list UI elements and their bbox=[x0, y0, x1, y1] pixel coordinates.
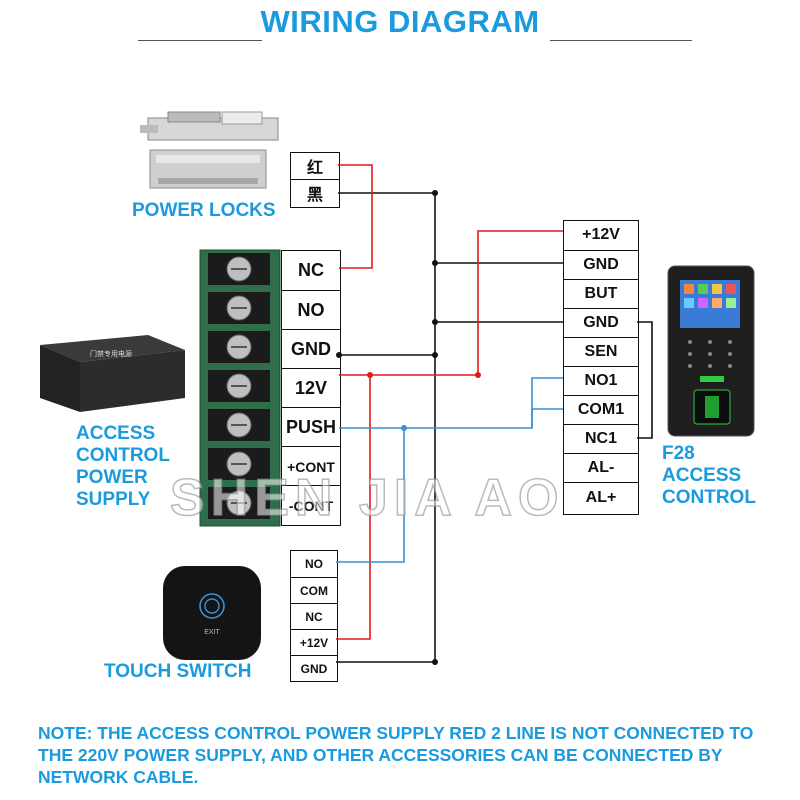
terminal-screw-icon bbox=[226, 451, 252, 477]
svg-text:门禁专用电源: 门禁专用电源 bbox=[90, 349, 132, 358]
f28-label-line: F28 bbox=[662, 443, 695, 464]
f28-label-line: ACCESS bbox=[662, 465, 742, 486]
switch-no: NO bbox=[305, 556, 323, 571]
watermark-text: SHEN JIA AO bbox=[169, 468, 565, 528]
terminal-no: NO bbox=[282, 290, 340, 330]
red-junction-dots bbox=[367, 372, 481, 378]
terminal-gnd: GND bbox=[282, 329, 340, 369]
access-power-label-line: POWER bbox=[76, 467, 148, 488]
power-locks-label: POWER LOCKS bbox=[132, 200, 276, 221]
title-underline-left bbox=[138, 40, 262, 41]
terminal-push: PUSH bbox=[282, 407, 340, 447]
f28-label-line: CONTROL bbox=[662, 487, 756, 508]
lock-wire-black: 黑 bbox=[291, 179, 339, 206]
access-power-label-line: SUPPLY bbox=[76, 489, 151, 510]
terminal-screw-housing bbox=[208, 487, 270, 519]
power-terminal-table: NC NO GND 12V PUSH +CONT -CONT bbox=[281, 250, 341, 526]
switch-com: COM bbox=[291, 577, 337, 603]
switch-nc: NC bbox=[291, 603, 337, 629]
lock-wire-table: 红 黑 bbox=[290, 152, 340, 208]
magnetic-lock-icon bbox=[149, 149, 267, 189]
f28-no1: NO1 bbox=[564, 366, 638, 395]
title-underline-right bbox=[550, 40, 692, 41]
access-power-label-line: ACCESS bbox=[76, 423, 156, 444]
f28-sen: SEN bbox=[564, 337, 638, 366]
f28-com1: COM1 bbox=[564, 395, 638, 424]
f28-gnd-1: GND bbox=[564, 250, 638, 279]
access-power-label-line: CONTROL bbox=[76, 445, 170, 466]
f28-al-minus: AL- bbox=[564, 453, 638, 482]
terminal-screw-housing bbox=[208, 370, 270, 402]
terminal-nc: NC bbox=[298, 260, 324, 280]
terminal-screw-icon bbox=[226, 295, 252, 321]
terminal-screw-housing bbox=[208, 448, 270, 480]
switch-terminal-table: NO COM NC +12V GND bbox=[290, 550, 338, 682]
terminal-screw-icon bbox=[226, 412, 252, 438]
terminal-minus-cont: -CONT bbox=[282, 485, 340, 525]
f28-access-control-label: F28 ACCESS CONTROL bbox=[662, 443, 756, 509]
terminal-screw-icon bbox=[226, 373, 252, 399]
blue-junction-dots bbox=[401, 425, 407, 431]
terminal-screw-icon bbox=[226, 490, 252, 516]
lock-wire-red: 红 bbox=[306, 160, 323, 177]
terminal-screw-housing bbox=[208, 292, 270, 324]
exit-text: EXIT bbox=[204, 629, 220, 636]
f28-plus12v: +12V bbox=[582, 226, 620, 243]
f28-terminal-table: +12V GND BUT GND SEN NO1 COM1 NC1 AL- AL… bbox=[563, 220, 639, 515]
bolt-lock-icon bbox=[140, 111, 279, 141]
terminal-plus-cont: +CONT bbox=[282, 446, 340, 486]
f28-al-plus: AL+ bbox=[564, 482, 638, 513]
terminal-screw-icon bbox=[226, 334, 252, 360]
touch-switch-label: TOUCH SWITCH bbox=[104, 661, 252, 682]
red-power-wires bbox=[336, 164, 563, 640]
junction-dots bbox=[336, 190, 438, 665]
terminal-screw-housing bbox=[208, 409, 270, 441]
switch-gnd: GND bbox=[291, 655, 337, 681]
page-title: WIRING DIAGRAM bbox=[260, 4, 540, 39]
terminal-screw-housing bbox=[208, 331, 270, 363]
f28-gnd-2: GND bbox=[564, 308, 638, 337]
note-text: NOTE: THE ACCESS CONTROL POWER SUPPLY RE… bbox=[38, 723, 754, 787]
blue-signal-wires bbox=[336, 377, 563, 563]
terminal-12v: 12V bbox=[282, 368, 340, 408]
switch-plus12v: +12V bbox=[291, 629, 337, 655]
access-power-supply-label: ACCESS CONTROL POWER SUPPLY bbox=[76, 423, 170, 511]
terminal-screw-housing bbox=[208, 253, 270, 285]
terminal-screw-icon bbox=[226, 256, 252, 282]
f28-nc1: NC1 bbox=[564, 424, 638, 453]
f28-but: BUT bbox=[564, 279, 638, 308]
